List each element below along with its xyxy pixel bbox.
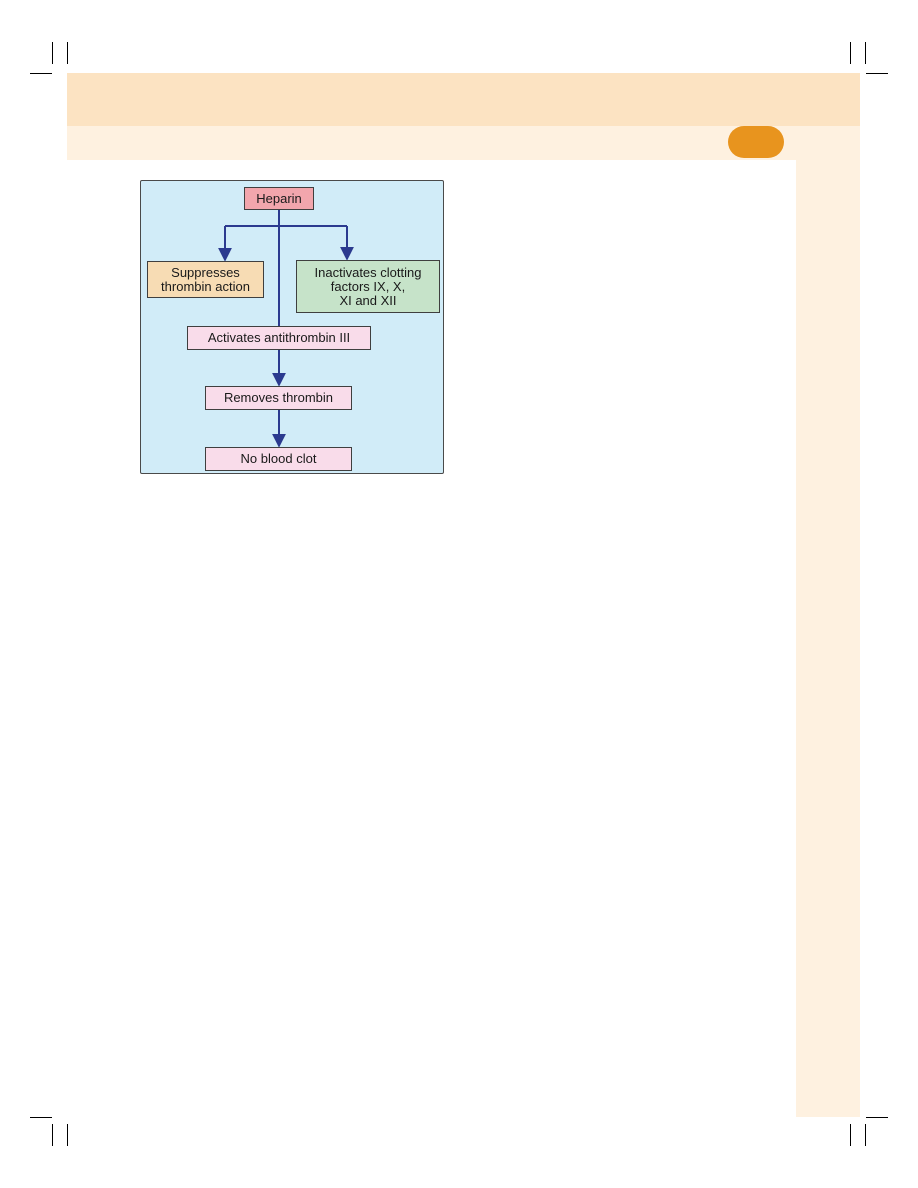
page-side-margin: [796, 160, 860, 1117]
crop-mark-tr-h: [866, 73, 888, 74]
page-number-badge: [728, 126, 784, 158]
chapter-subheader-band: [67, 126, 860, 160]
node-inactivates-factors: Inactivates clotting factors IX, X, XI a…: [296, 260, 440, 313]
crop-mark-bl-v2: [67, 1124, 68, 1146]
node-removes-thrombin: Removes thrombin: [205, 386, 352, 410]
crop-mark-tl-v1: [52, 42, 53, 64]
crop-mark-br-v2: [865, 1124, 866, 1146]
diagram-arrows: [218, 210, 354, 448]
node-activates-antithrombin: Activates antithrombin III: [187, 326, 371, 350]
node-suppresses-thrombin: Suppresses thrombin action: [147, 261, 264, 298]
node-no-blood-clot: No blood clot: [205, 447, 352, 471]
crop-mark-br-h: [866, 1117, 888, 1118]
chapter-header-band: [67, 73, 860, 126]
crop-mark-tl-h: [30, 73, 52, 74]
heparin-flow-diagram: Heparin Suppresses thrombin action Inact…: [140, 180, 444, 474]
crop-mark-tr-v1: [850, 42, 851, 64]
crop-mark-br-v1: [850, 1124, 851, 1146]
crop-mark-bl-h: [30, 1117, 52, 1118]
node-heparin: Heparin: [244, 187, 314, 210]
crop-mark-tr-v2: [865, 42, 866, 64]
crop-mark-tl-v2: [67, 42, 68, 64]
crop-mark-bl-v1: [52, 1124, 53, 1146]
